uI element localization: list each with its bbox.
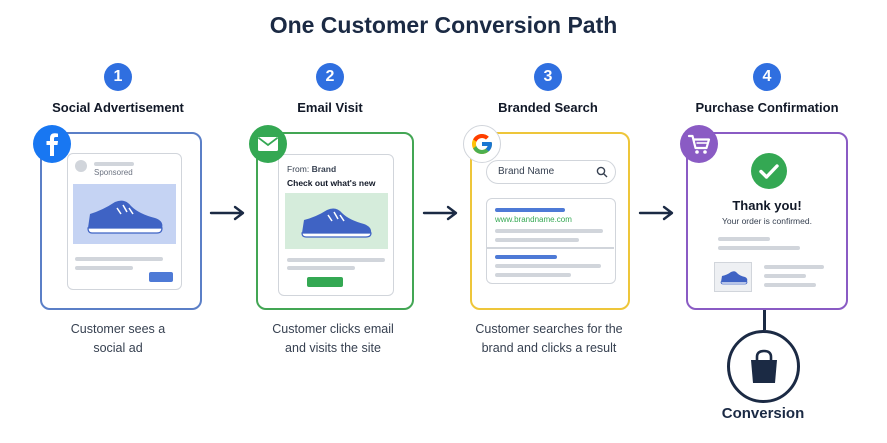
step-1-number: 1: [104, 63, 132, 91]
shopping-bag-icon: [750, 349, 777, 383]
thank-you-heading: Thank you!: [732, 198, 802, 213]
ad-image: [73, 184, 176, 244]
google-icon: [463, 125, 501, 163]
sneaker-icon: [87, 200, 163, 234]
email-subject: Check out what's new: [287, 178, 376, 188]
arrow-right-icon: [422, 205, 458, 221]
step-2-card: From: Brand Check out what's new: [256, 132, 414, 310]
search-icon: [596, 166, 608, 178]
step-2-caption: Customer clicks email and visits the sit…: [272, 322, 394, 355]
conversion-label: Conversion: [721, 405, 805, 422]
conversion-connector: [763, 310, 766, 330]
diagram-title: One Customer Conversion Path: [269, 12, 618, 38]
arrow-right-icon: [638, 205, 674, 221]
conversion-circle: [727, 330, 800, 403]
avatar: [75, 160, 87, 172]
sneaker-icon: [720, 271, 748, 285]
order-confirmed-text: Your order is confirmed.: [722, 216, 812, 226]
ad-cta-button[interactable]: [149, 272, 173, 282]
step-3-caption: Customer searches for the brand and clic…: [475, 322, 623, 355]
step-2-title: Email Visit: [297, 100, 363, 115]
step-3-title: Branded Search: [498, 100, 598, 115]
step-2-number: 2: [316, 63, 344, 91]
envelope-icon: [249, 125, 287, 163]
shopping-cart-icon: [680, 125, 718, 163]
search-results: www.brandname.com: [486, 198, 616, 284]
step-3-number: 3: [534, 63, 562, 91]
order-item-thumbnail: [714, 262, 752, 292]
step-4-title: Purchase Confirmation: [695, 100, 839, 115]
step-1-caption: Customer sees a social ad: [70, 322, 166, 355]
step-1-title: Social Advertisement: [52, 100, 184, 115]
email-from: From: Brand: [287, 164, 337, 174]
email-mockup: From: Brand Check out what's new: [278, 154, 394, 296]
step-1-card: Sponsored: [40, 132, 202, 310]
sponsored-label: Sponsored: [94, 168, 133, 177]
step-4-number: 4: [753, 63, 781, 91]
result-url[interactable]: www.brandname.com: [495, 215, 572, 224]
facebook-icon: [33, 125, 71, 163]
arrow-right-icon: [209, 205, 245, 221]
step-3-card: Brand Name www.brandname.com: [470, 132, 630, 310]
email-image: [285, 193, 388, 249]
email-cta-button[interactable]: [307, 277, 343, 287]
step-4-card: Thank you! Your order is confirmed.: [686, 132, 848, 310]
social-post-mockup: Sponsored: [67, 153, 182, 290]
checkmark-icon: [751, 153, 787, 189]
sneaker-icon: [301, 208, 372, 238]
search-input[interactable]: Brand Name: [486, 160, 616, 184]
